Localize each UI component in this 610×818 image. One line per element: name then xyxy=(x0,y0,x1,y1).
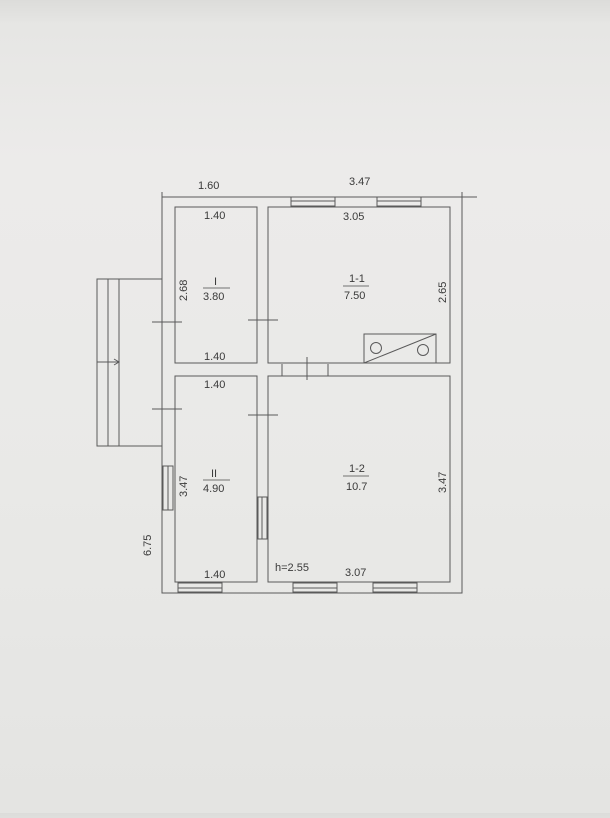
room-1-1-area: 7.50 xyxy=(344,290,365,302)
dim-top-right: 3.47 xyxy=(349,176,370,188)
room-I-width-top: 1.40 xyxy=(204,210,225,222)
room-I-height: 2.68 xyxy=(178,280,190,301)
room-1-2-width-bottom: 3.07 xyxy=(345,567,366,579)
room-1-2-id: 1-2 xyxy=(349,463,365,475)
room-1-1-id: 1-1 xyxy=(349,273,365,285)
dim-left-total: 6.75 xyxy=(142,535,154,556)
room-1-1-width-top: 3.05 xyxy=(343,211,364,223)
ceiling-height: h=2.55 xyxy=(275,562,309,574)
room-II-outline xyxy=(174,375,258,583)
room-I-id: I xyxy=(214,276,217,288)
room-1-2-outline xyxy=(267,375,451,583)
room-II-id: II xyxy=(211,468,217,480)
stove-burner xyxy=(417,344,429,356)
room-1-2-height: 3.47 xyxy=(437,472,449,493)
room-II-area: 4.90 xyxy=(203,483,224,495)
room-II-height: 3.47 xyxy=(178,476,190,497)
stove-burner xyxy=(370,342,382,354)
room-I-outline xyxy=(174,206,258,364)
room-1-1-height: 2.65 xyxy=(437,282,449,303)
room-II-width-top: 1.40 xyxy=(204,379,225,391)
outer-wall xyxy=(161,196,463,594)
dim-top-left: 1.60 xyxy=(198,180,219,192)
room-1-2-area: 10.7 xyxy=(346,481,367,493)
room-II-width-bottom: 1.40 xyxy=(204,569,225,581)
room-1-1-outline xyxy=(267,206,451,364)
room-I-width-bottom: 1.40 xyxy=(204,351,225,363)
stove xyxy=(363,333,437,364)
room-I-area: 3.80 xyxy=(203,291,224,303)
